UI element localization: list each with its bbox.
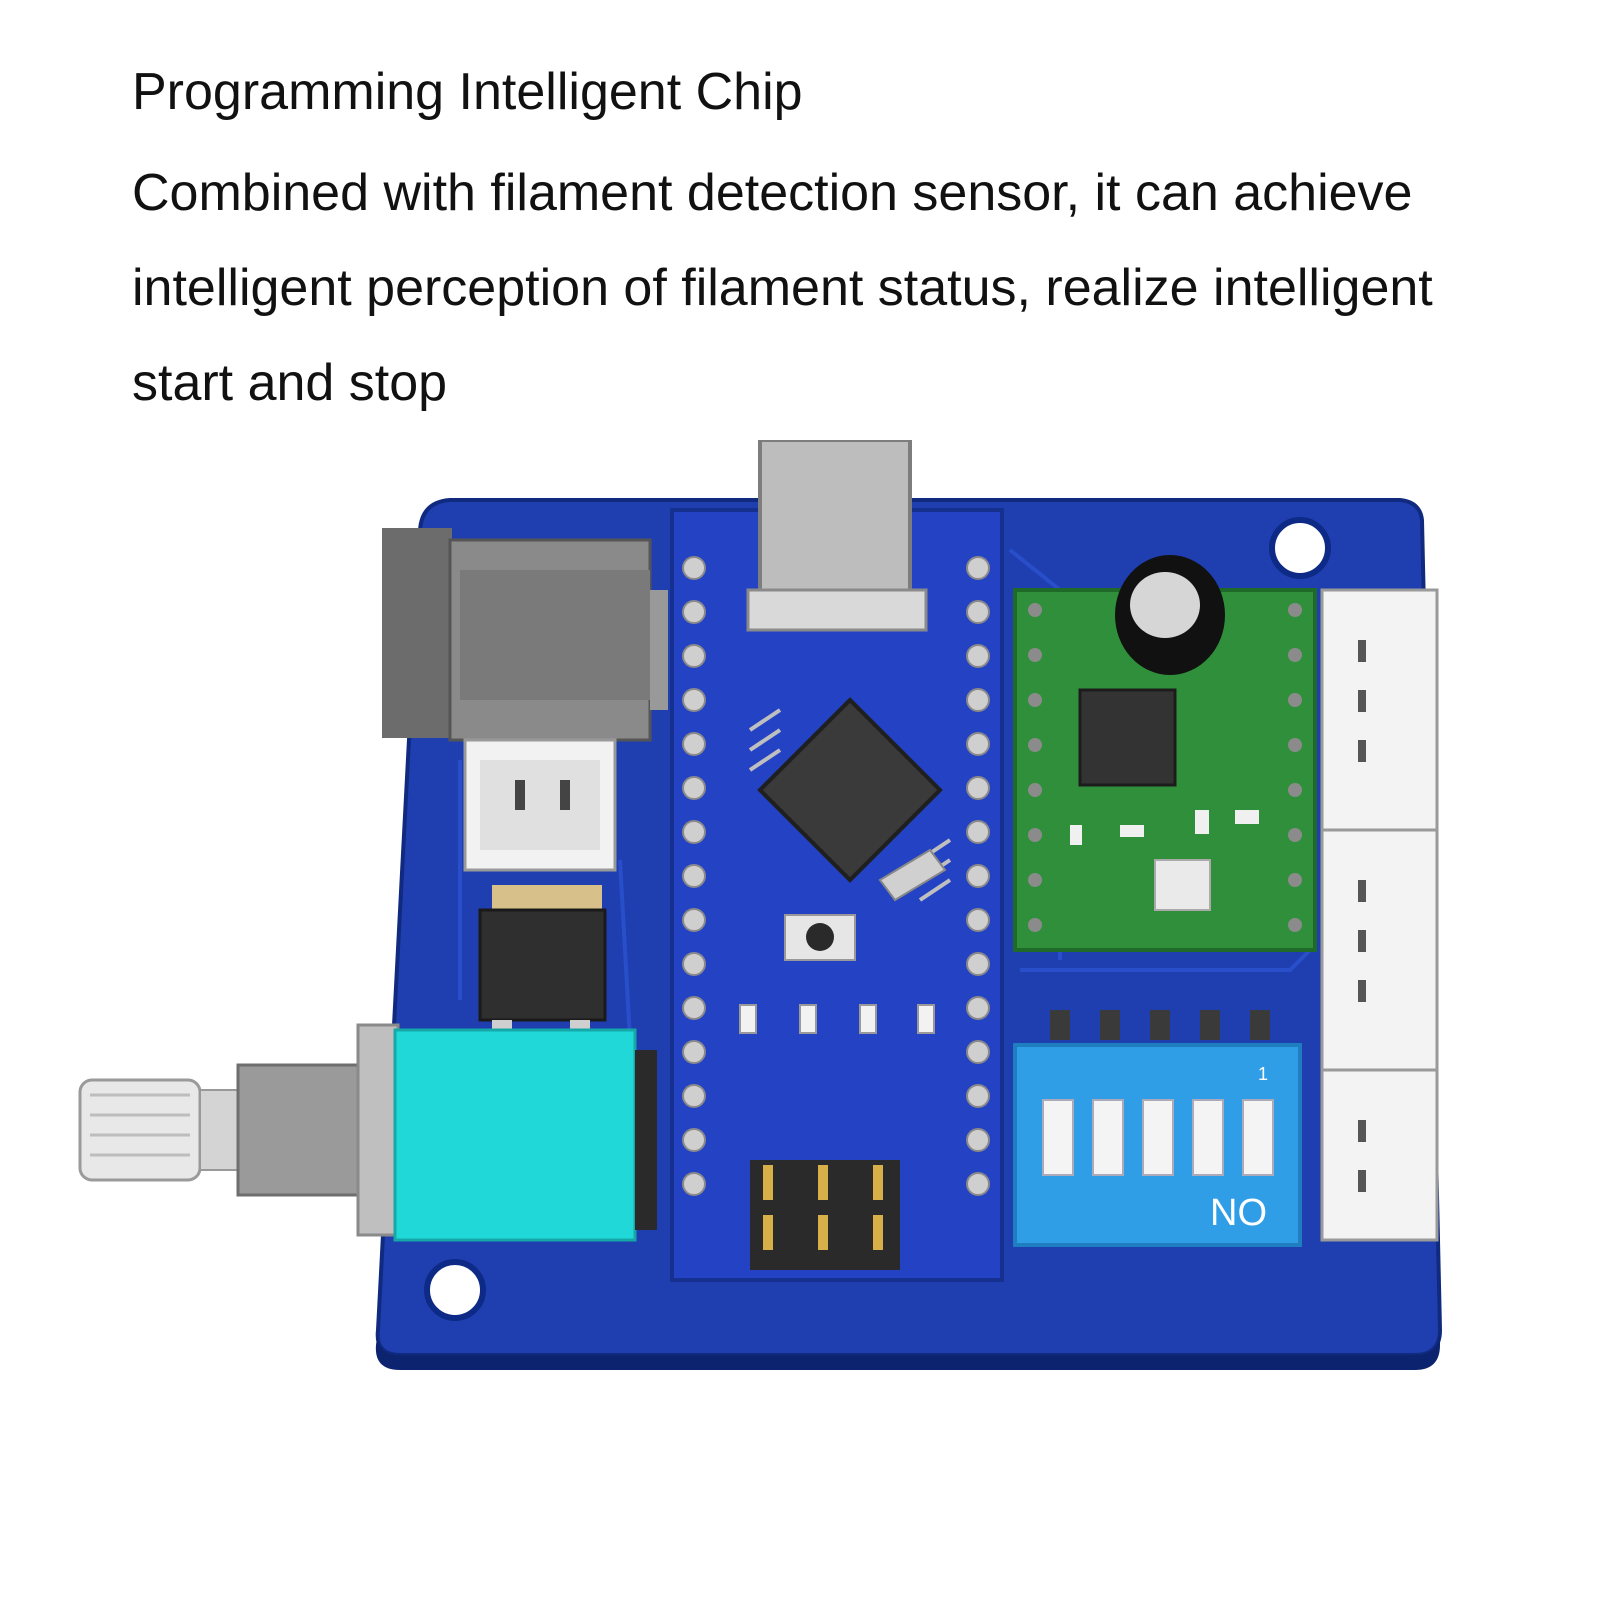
mounting-hole-bottom-left xyxy=(424,1259,486,1321)
dip-switch: NO 1 xyxy=(1013,1010,1302,1247)
caption-description: Combined with filament detection sensor,… xyxy=(132,146,1552,431)
driver-ic xyxy=(1078,688,1177,787)
power-mosfet xyxy=(478,885,607,1040)
mounting-hole-top-right xyxy=(1269,517,1331,579)
pcb-illustration: NO 1 xyxy=(60,440,1500,1420)
arduino-nano-module xyxy=(670,440,1004,1282)
caption-line-3: start and stop xyxy=(132,354,448,412)
sensor-connectors xyxy=(1320,588,1439,1242)
stepper-driver-module xyxy=(1013,555,1317,952)
trimmer-potentiometer xyxy=(1154,859,1211,911)
icsp-header xyxy=(750,1160,900,1270)
pcb-board-svg: NO 1 xyxy=(78,440,1443,1370)
crystal-oscillator xyxy=(878,848,947,902)
caption-line-1: Combined with filament detection sensor,… xyxy=(132,164,1413,222)
dip-switch-index: 1 xyxy=(1258,1064,1268,1084)
caption-line-2: intelligent perception of filament statu… xyxy=(132,259,1433,317)
dc-power-jack xyxy=(382,528,668,742)
caption-title: Programming Intelligent Chip xyxy=(132,63,803,121)
rotary-knob xyxy=(78,1023,657,1242)
jst-2pin-connector xyxy=(463,738,617,872)
caption-block: Programming Intelligent Chip Combined wi… xyxy=(132,52,1552,431)
dip-switch-label: NO xyxy=(1210,1192,1267,1234)
